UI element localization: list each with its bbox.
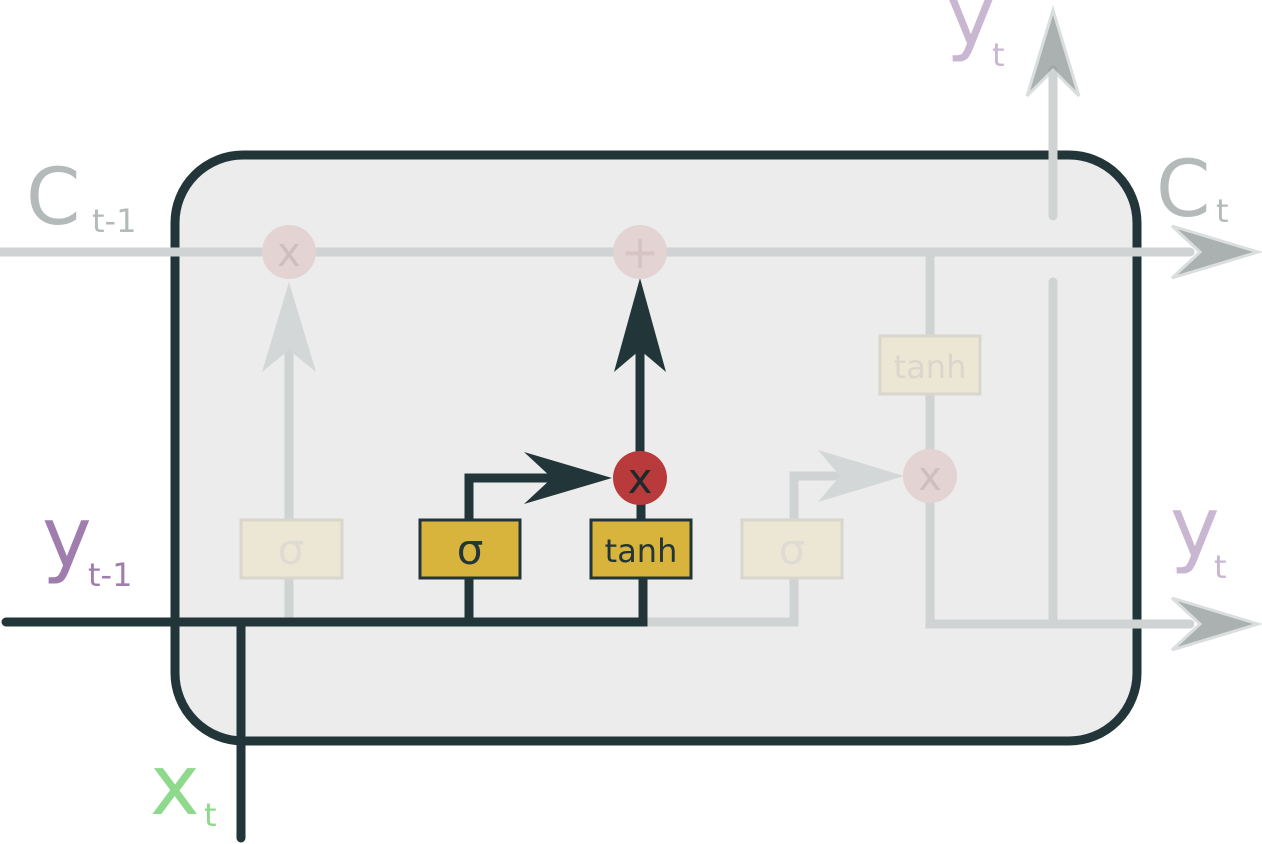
- cell-state-out-arrow: [1170, 224, 1262, 280]
- hidden-out-arrow: [1170, 596, 1262, 652]
- output-sigma-label: σ: [779, 525, 806, 574]
- y-prev-main: y: [42, 488, 92, 586]
- y-out-label: y t: [1170, 478, 1227, 586]
- input-multiply-op: x: [613, 451, 667, 505]
- input-sigma-to-mult: [464, 473, 560, 520]
- forget-multiply-op: x: [262, 225, 316, 279]
- c-next-label: C t: [1156, 145, 1229, 235]
- c-next-main: C: [1156, 145, 1210, 235]
- output-sigma-gate: σ: [740, 518, 844, 580]
- output-arrow-head: [818, 450, 904, 502]
- candidate-tanh-gate: tanh: [589, 518, 693, 580]
- y-prev-sub: t-1: [88, 556, 132, 594]
- c-prev-main: C: [26, 153, 80, 243]
- y-prev-label: y t-1: [42, 488, 132, 594]
- y-top-sub: t: [992, 36, 1005, 74]
- input-sigma-gate: σ: [418, 518, 522, 580]
- y-out-main: y: [1170, 478, 1220, 576]
- forget-sigma-label: σ: [278, 525, 305, 574]
- cell-tanh-gate: tanh: [878, 334, 982, 396]
- y-top-label: y t: [946, 0, 1005, 74]
- cell-add-op: +: [613, 225, 667, 279]
- cell-tanh-label: tanh: [894, 348, 967, 386]
- lstm-cell-body: [170, 150, 1142, 746]
- mult-arrow-head: [614, 278, 666, 372]
- hidden-output-line: [925, 495, 1195, 629]
- c-prev-sub: t-1: [92, 202, 136, 240]
- output-multiply-op: x: [903, 449, 957, 503]
- input-bus-line: [1, 571, 648, 627]
- c-prev-label: C t-1: [26, 153, 136, 243]
- forget-arrow-head: [262, 282, 316, 372]
- sigma-arrow-head: [524, 452, 612, 504]
- forget-sigma-gate: σ: [239, 518, 344, 580]
- x-in-sub: t: [204, 796, 217, 834]
- x-in-label: x t: [150, 736, 217, 834]
- forget-multiply-symbol: x: [277, 230, 301, 276]
- input-sigma-label: σ: [457, 525, 484, 574]
- c-next-sub: t: [1216, 192, 1229, 230]
- cell-add-symbol: +: [621, 225, 660, 279]
- input-multiply-symbol: x: [628, 454, 653, 503]
- y-top-main: y: [946, 0, 996, 64]
- hidden-top-arrow: [1025, 4, 1081, 98]
- y-out-sub: t: [1214, 548, 1227, 586]
- x-in-main: x: [150, 736, 200, 834]
- candidate-tanh-label: tanh: [605, 532, 678, 570]
- output-multiply-symbol: x: [918, 454, 942, 500]
